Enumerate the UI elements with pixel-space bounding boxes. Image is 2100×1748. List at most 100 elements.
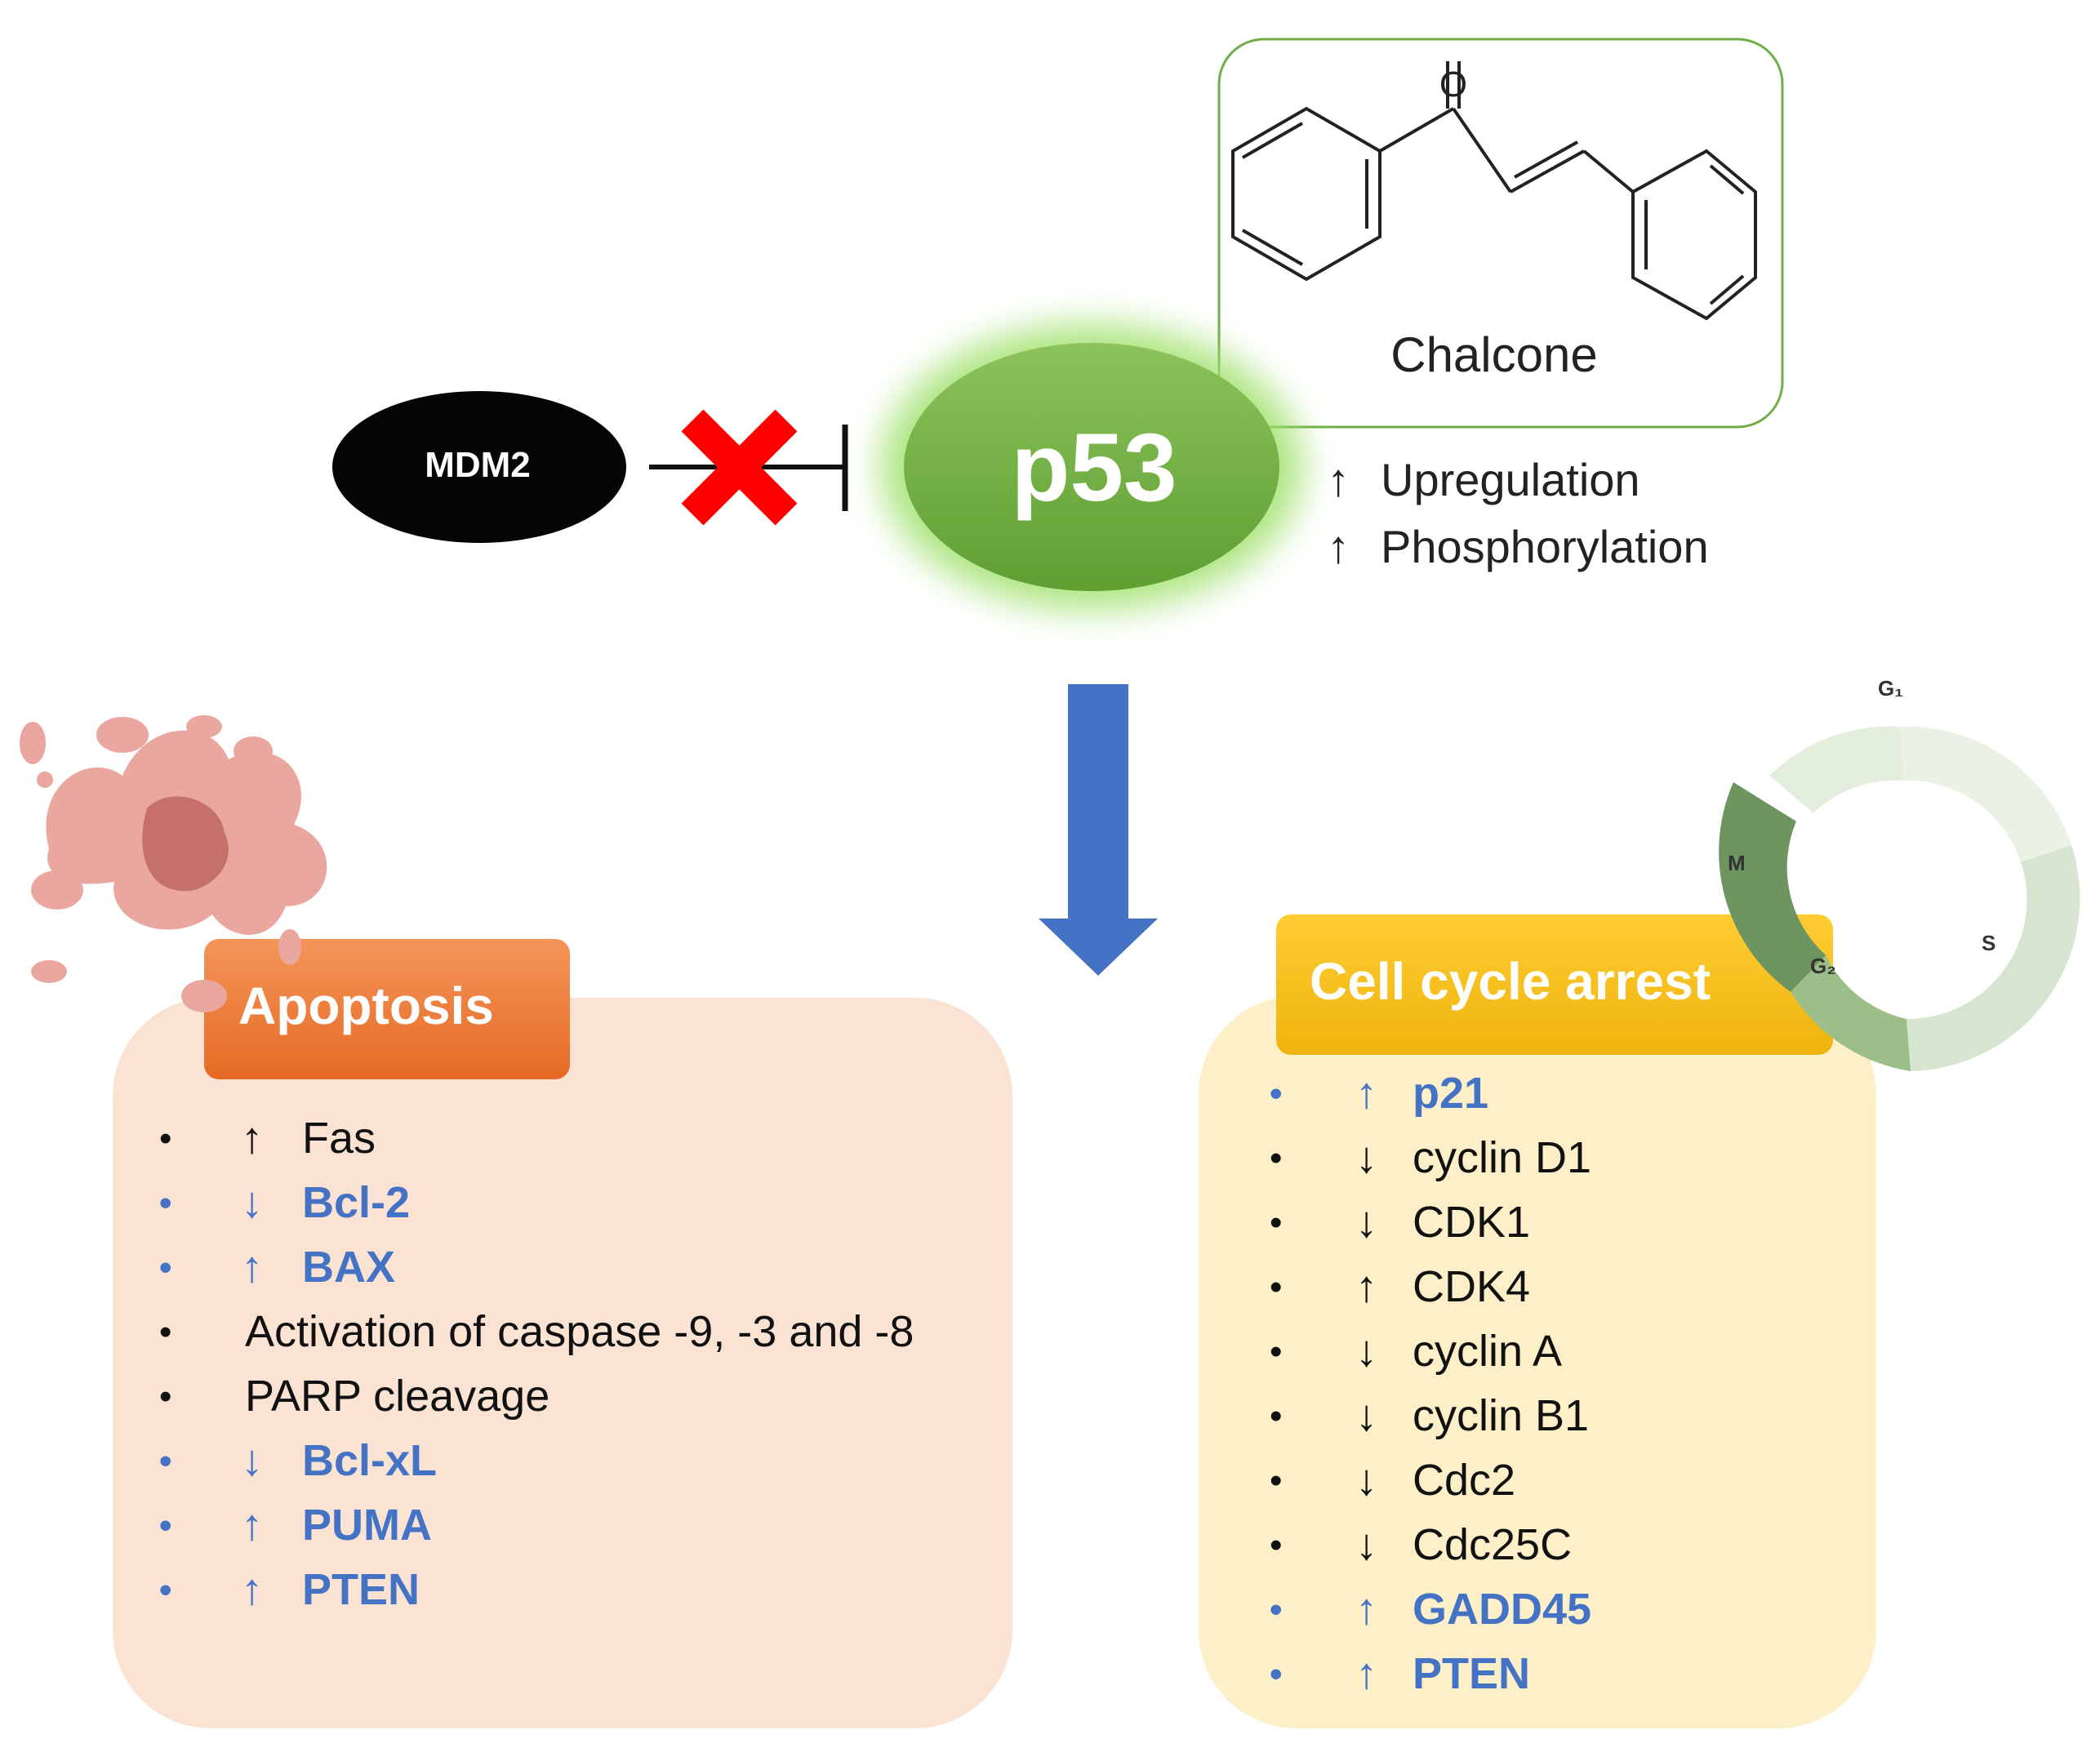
list-item-text: PTEN	[1413, 1649, 1531, 1698]
bullet-icon: •	[159, 1570, 172, 1610]
mdm2-node	[332, 391, 626, 543]
inhibition-x-icon	[681, 409, 798, 526]
phase-s-label: S	[1982, 931, 1996, 955]
up-arrow-icon: ↑	[241, 1501, 263, 1550]
up-arrow-icon: ↑	[241, 1243, 263, 1292]
down-arrow	[1039, 684, 1158, 976]
bullet-icon: •	[159, 1312, 172, 1352]
bullet-icon: •	[1270, 1138, 1283, 1178]
list-item: • ↑ Fas	[159, 1106, 1017, 1171]
up-arrow-icon: ↑	[241, 1114, 263, 1163]
list-item-text: cyclin A	[1413, 1327, 1563, 1376]
bullet-icon: •	[1270, 1203, 1283, 1243]
chalcone-label: Chalcone	[1390, 327, 1598, 382]
list-item-text: Bcl-xL	[302, 1436, 438, 1485]
list-item-text: PTEN	[302, 1565, 420, 1614]
apoptosis-list: • ↑ Fas • ↓ Bcl-2 • ↑ BAX • Activation of caspase …	[159, 1106, 1017, 1622]
list-item-text: cyclin B1	[1413, 1391, 1590, 1440]
bullet-icon: •	[1270, 1332, 1283, 1372]
mdm2-label: MDM2	[425, 445, 531, 485]
list-item: • ↓ cyclin D1	[1270, 1126, 1841, 1190]
list-item: • ↓ cyclin A	[1270, 1319, 1841, 1384]
effect-text: Phosphorylation	[1381, 521, 1709, 572]
bullet-icon: •	[1270, 1396, 1283, 1436]
list-item-text: Bcl-2	[302, 1178, 411, 1227]
down-arrow-icon: ↓	[1355, 1520, 1377, 1569]
list-item: • ↓ cyclin B1	[1270, 1384, 1841, 1448]
chalcone-oxygen-label: O	[1439, 64, 1467, 105]
down-arrow-icon: ↓	[1355, 1133, 1377, 1182]
up-arrow-icon: ↑	[1355, 1069, 1377, 1118]
up-arrow-icon: ↑	[1327, 521, 1350, 572]
list-item-text: Activation of caspase -9, -3 and -8	[245, 1307, 914, 1356]
bullet-icon: •	[159, 1506, 172, 1546]
up-arrow-icon: ↑	[1355, 1649, 1377, 1698]
down-arrow-icon: ↓	[1355, 1456, 1377, 1505]
apoptosis-title: Apoptosis	[238, 976, 494, 1035]
cell-cycle-box	[1199, 996, 1876, 1728]
phase-g2-label: G₂	[1810, 954, 1836, 978]
bullet-icon: •	[159, 1248, 172, 1288]
effect-text: Upregulation	[1381, 454, 1640, 505]
down-arrow-icon: ↓	[1355, 1198, 1377, 1247]
bullet-icon: •	[1270, 1654, 1283, 1694]
chalcone-structure	[1231, 61, 1757, 321]
phase-g1-label: G₁	[1878, 676, 1903, 701]
up-arrow-icon: ↑	[1355, 1262, 1377, 1311]
cell-cycle-wheel	[1719, 726, 2080, 1071]
list-item-text: BAX	[302, 1243, 396, 1292]
list-item: • ↑ PTEN	[159, 1558, 1017, 1622]
list-item: • ↑ CDK4	[1270, 1255, 1841, 1319]
bullet-icon: •	[159, 1377, 172, 1417]
cell-cycle-title: Cell cycle arrest	[1310, 952, 1711, 1011]
effect-upregulation: ↑ Upregulation	[1327, 453, 1640, 506]
bullet-icon: •	[159, 1119, 172, 1159]
list-item-text: Cdc2	[1413, 1456, 1516, 1505]
bullet-icon: •	[1270, 1461, 1283, 1501]
list-item-text: CDK1	[1413, 1198, 1531, 1247]
list-item-text: Cdc25C	[1413, 1520, 1573, 1569]
apoptotic-cell-icon	[20, 715, 327, 1012]
list-item: • ↓ Bcl-xL	[159, 1429, 1017, 1493]
down-arrow-icon: ↓	[1355, 1391, 1377, 1440]
list-item: • ↑ PTEN	[1270, 1642, 1841, 1706]
cell-cycle-header	[1276, 914, 1833, 1055]
list-item-text: cyclin D1	[1413, 1133, 1592, 1182]
down-arrow-icon: ↓	[241, 1178, 263, 1227]
effect-phosphorylation: ↑ Phosphorylation	[1327, 520, 1709, 573]
list-item-text: Fas	[302, 1114, 376, 1163]
list-item: • ↓ Cdc25C	[1270, 1513, 1841, 1577]
bullet-icon: •	[1270, 1267, 1283, 1307]
list-item: •↑GADD45	[1270, 1577, 1841, 1642]
list-item: • ↑ p21	[1270, 1061, 1841, 1126]
chalcone-box	[1217, 38, 1784, 429]
apoptosis-header	[204, 939, 570, 1079]
up-arrow-icon: ↑	[241, 1565, 263, 1614]
list-item-text: GADD45	[1413, 1585, 1592, 1634]
apoptosis-box	[113, 998, 1012, 1728]
list-item: • ↑ PUMA	[159, 1493, 1017, 1558]
list-item-text: PARP cleavage	[245, 1372, 550, 1421]
p53-node	[904, 343, 1279, 591]
cell-cycle-list: • ↑ p21 • ↓ cyclin D1 • ↓ CDK1 • ↑ CDK4 • ↓ cyclin A • ↓…	[1270, 1061, 1841, 1706]
list-item: • ↑ BAX	[159, 1235, 1017, 1300]
bullet-icon: •	[1270, 1590, 1283, 1630]
list-item: • ↓ Bcl-2	[159, 1171, 1017, 1235]
list-item: • ↓ Cdc2	[1270, 1448, 1841, 1513]
list-item: • Activation of caspase -9, -3 and -8	[159, 1300, 1017, 1364]
list-item-text: p21	[1413, 1069, 1489, 1118]
bullet-icon: •	[1270, 1525, 1283, 1565]
bullet-icon: •	[159, 1441, 172, 1481]
list-item: • ↓ CDK1	[1270, 1190, 1841, 1255]
down-arrow-icon: ↓	[241, 1436, 263, 1485]
list-item: • PARP cleavage	[159, 1364, 1017, 1429]
phase-m-label: M	[1728, 851, 1746, 875]
list-item-text: CDK4	[1413, 1262, 1531, 1311]
p53-label: p53	[1011, 414, 1177, 522]
bullet-icon: •	[159, 1183, 172, 1223]
bullet-icon: •	[1270, 1074, 1283, 1114]
list-item-text: PUMA	[302, 1501, 432, 1550]
up-arrow-icon: ↑	[1327, 454, 1350, 505]
down-arrow-icon: ↓	[1355, 1327, 1377, 1376]
